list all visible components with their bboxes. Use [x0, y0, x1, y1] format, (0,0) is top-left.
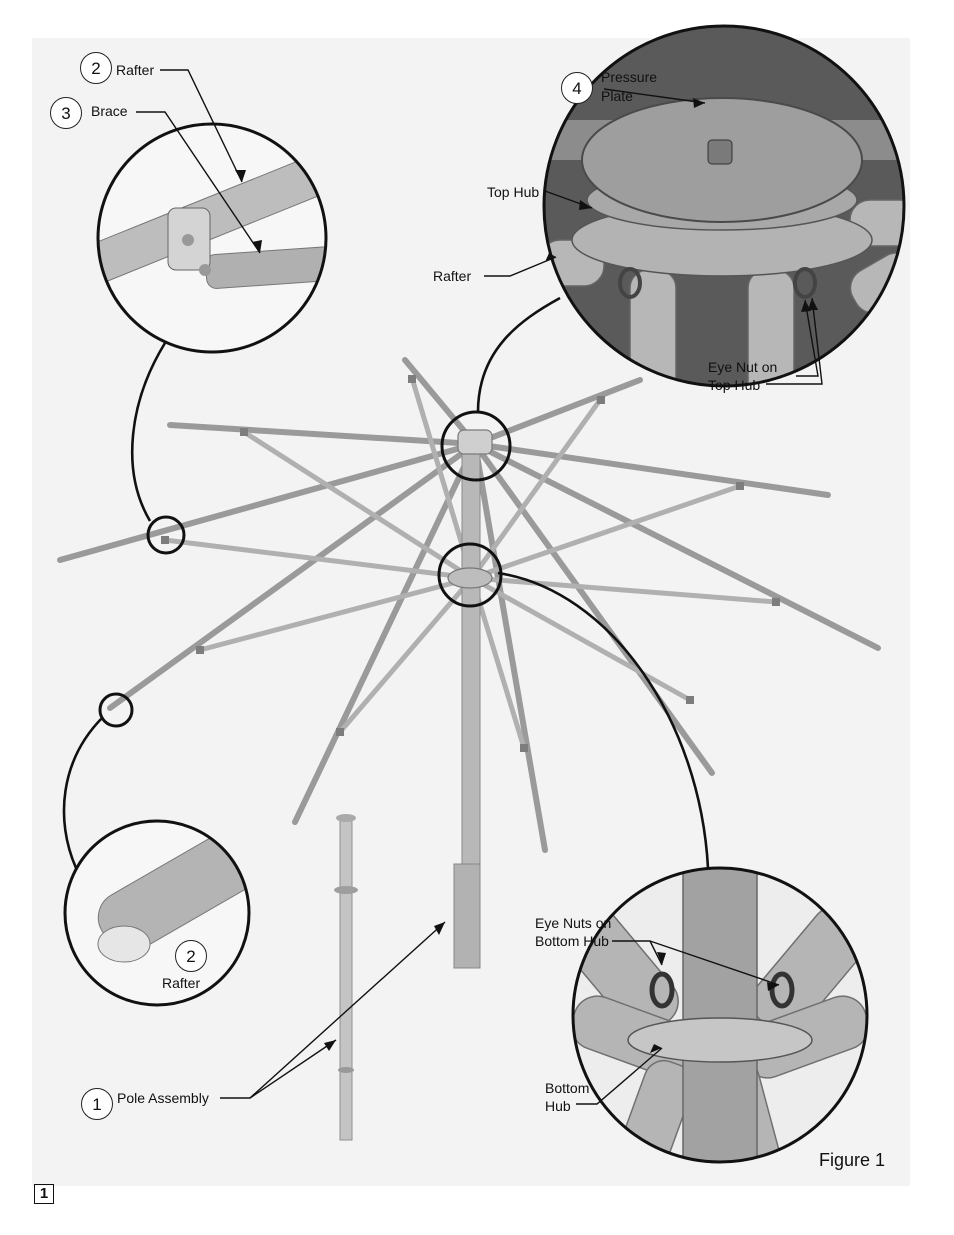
locator-circles: [98, 410, 512, 728]
label-eye-nuts-bottom-line1: Eye Nuts on: [535, 915, 612, 931]
spare-pole: [334, 814, 358, 1141]
top-hub-detail: [542, 24, 906, 388]
callout-number-rafter-end: 2: [175, 940, 207, 972]
leader-lines: [136, 69, 823, 1105]
arrow-heads: [235, 98, 818, 1053]
label-eye-nuts-bottom-line2: Bottom Hub: [535, 933, 609, 949]
bottom-hub-detail: [571, 866, 869, 1164]
figure-caption: Figure 1: [819, 1150, 886, 1170]
label-brace: Brace: [91, 103, 128, 119]
callout-number-brace: 3: [50, 97, 82, 129]
callout-number-rafter: 2: [80, 52, 112, 84]
label-pressure-plate-line2: Plate: [601, 88, 633, 104]
label-rafter: Rafter: [116, 62, 155, 78]
label-top-hub: Top Hub: [487, 184, 540, 200]
main-pole: [447, 429, 493, 969]
callout-number-pole-assembly: 1: [81, 1088, 113, 1120]
label-eye-nut-line2: Top Hub: [708, 377, 761, 393]
label-eye-nut-line1: Eye Nut on: [708, 359, 778, 375]
label-rafter-end: Rafter: [162, 975, 201, 991]
rafter-fittings: [161, 375, 780, 752]
brace-detail: [96, 122, 328, 354]
label-pole-assembly: Pole Assembly: [117, 1090, 209, 1106]
detail-connectors: [62, 296, 710, 869]
label-rafter-detail: Rafter: [433, 268, 472, 284]
callout-number-pressure-plate: 4: [561, 72, 593, 104]
label-bottom-hub-line1: Bottom: [545, 1080, 590, 1096]
page-number: 1: [34, 1184, 54, 1204]
brace-rods: [162, 375, 779, 751]
label-pressure-plate-line1: Pressure: [601, 69, 658, 85]
label-bottom-hub-line2: Hub: [545, 1098, 571, 1114]
rafters-and-braces: [57, 357, 881, 853]
